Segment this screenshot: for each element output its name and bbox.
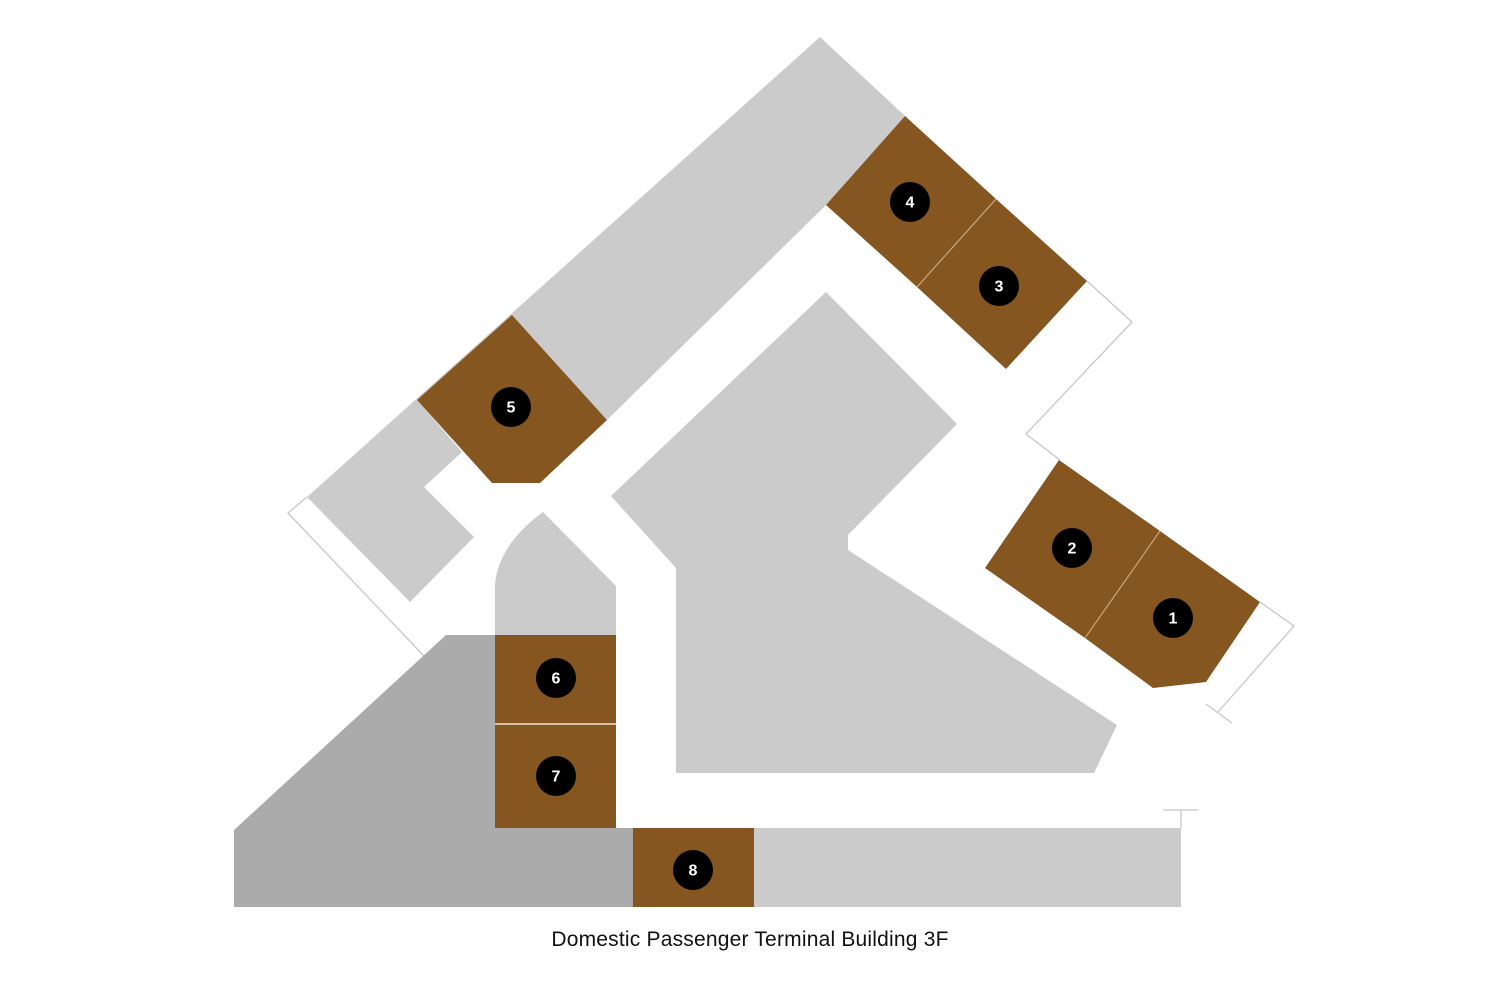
- area-northwest-wing: [307, 37, 905, 497]
- marker-7-label: 7: [552, 769, 561, 786]
- boundary-line-east: [1217, 601, 1295, 713]
- area-south-bar: [754, 828, 1181, 907]
- marker-6[interactable]: 6: [536, 658, 576, 698]
- map-caption: Domestic Passenger Terminal Building 3F: [551, 928, 949, 951]
- marker-7-badge-icon: [536, 756, 576, 796]
- marker-1-badge-icon: [1153, 598, 1193, 638]
- marker-5-badge-icon: [491, 387, 531, 427]
- marker-5[interactable]: 5: [491, 387, 531, 427]
- shop-divider-1-2: [1084, 530, 1161, 639]
- marker-4-label: 4: [906, 195, 915, 212]
- boundary-line-west: [287, 496, 425, 657]
- marker-5-label: 5: [507, 400, 516, 417]
- marker-6-label: 6: [552, 671, 561, 688]
- marker-3-badge-icon: [979, 266, 1019, 306]
- marker-6-badge-icon: [536, 658, 576, 698]
- marker-3[interactable]: 3: [979, 266, 1019, 306]
- marker-2-badge-icon: [1052, 528, 1092, 568]
- marker-3-label: 3: [995, 279, 1004, 296]
- area-southwest-block: [234, 635, 633, 907]
- boundary-tick-east: [1205, 703, 1233, 724]
- area-central-block: [611, 292, 1117, 773]
- marker-2-label: 2: [1068, 541, 1077, 558]
- area-west-wing: [307, 400, 474, 602]
- marker-4[interactable]: 4: [890, 182, 930, 222]
- shop-divider-3-4: [916, 198, 997, 288]
- marker-8[interactable]: 8: [673, 850, 713, 890]
- marker-2[interactable]: 2: [1052, 528, 1092, 568]
- marker-1[interactable]: 1: [1153, 598, 1193, 638]
- area-arched-block: [495, 512, 616, 635]
- marker-1-label: 1: [1169, 611, 1178, 628]
- marker-4-badge-icon: [890, 182, 930, 222]
- marker-8-label: 8: [689, 863, 698, 880]
- marker-7[interactable]: 7: [536, 756, 576, 796]
- marker-8-badge-icon: [673, 850, 713, 890]
- boundary-line-northeast: [1025, 280, 1133, 461]
